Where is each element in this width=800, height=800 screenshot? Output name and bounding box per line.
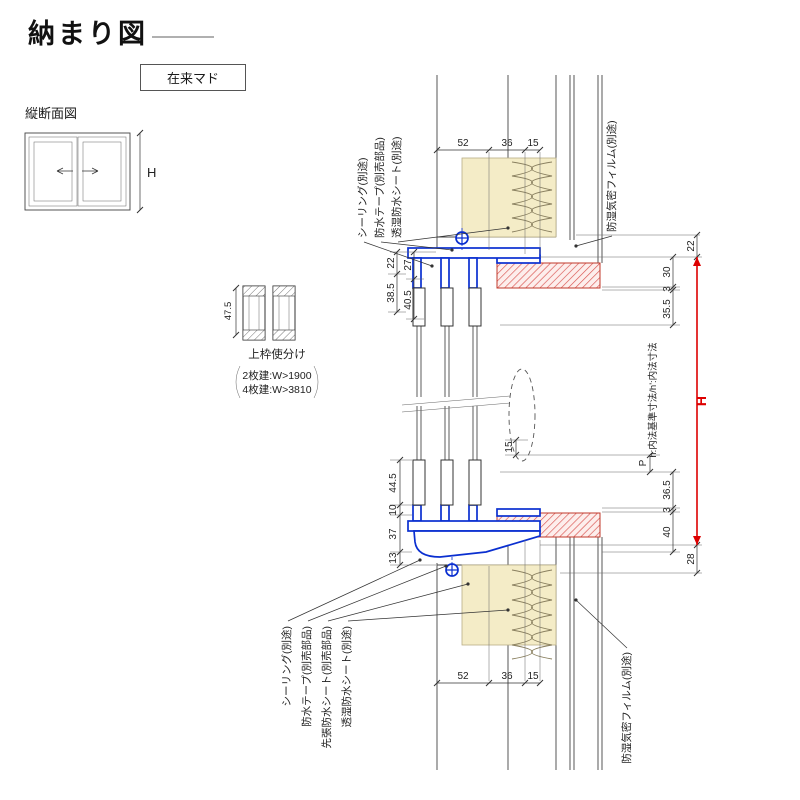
- section-label: 縦断面図: [25, 106, 78, 121]
- paren-open: [235, 365, 241, 399]
- slide-arrow-left-icon: [56, 167, 73, 175]
- dim-left-13: 13: [388, 552, 399, 564]
- label-breathable-sheet-top: 透湿防水シート(別途): [390, 137, 403, 239]
- framing-member-top: [496, 262, 601, 289]
- label-waterproof-tape-top: 防水テープ(別売部品): [373, 137, 386, 238]
- dim-right-30: 30: [662, 266, 673, 278]
- wood-blocking-top: [461, 157, 557, 238]
- glass-panes: [401, 287, 511, 506]
- elevation-drawing: H: [24, 129, 156, 214]
- label-sealing-top: シーリング(別途): [356, 158, 369, 239]
- dim-mid-15: 15: [504, 441, 515, 453]
- dimension-labels: 52 36 15 52 36 15 22 27 38.5 40.5 44.5 1…: [386, 138, 697, 682]
- label-waterproof-tape-bottom: 防水テープ(別売部品): [300, 626, 313, 727]
- leader-lines: [287, 226, 628, 649]
- rail-detail: 47.5 上枠使分け 2枚建:W>1900 4枚建:W>3810: [223, 284, 319, 399]
- dim-right-40: 40: [662, 526, 673, 538]
- dim-top-52: 52: [457, 138, 469, 149]
- rail-dim-label: 47.5: [223, 302, 234, 321]
- page-title: 納まり図: [28, 19, 148, 49]
- elevation-sash-left: [28, 136, 78, 207]
- window-frame-bottom: [407, 504, 541, 577]
- dim-right-22: 22: [686, 240, 697, 252]
- window-frame-top: [407, 228, 541, 289]
- dim-bottom-52: 52: [457, 671, 469, 682]
- label-pre-applied-sheet-bottom: 先張防水シート(別売部品): [320, 626, 333, 749]
- leader-labels: シーリング(別途) 防水テープ(別売部品) 透湿防水シート(別途) シーリング(…: [280, 120, 633, 763]
- dim-top-15: 15: [527, 138, 539, 149]
- h-dimension-label: H: [693, 396, 709, 406]
- h-dimension: H: [693, 257, 709, 545]
- insulation-top: [511, 161, 553, 233]
- elevation-h-label: H: [147, 165, 156, 180]
- slide-arrow-right-icon: [82, 167, 99, 175]
- dim-left-22: 22: [386, 257, 397, 269]
- dim-right-35-5: 35.5: [662, 299, 673, 319]
- rail-detail-option-1: 2枚建:W>1900: [242, 369, 311, 382]
- extension-lines: [388, 152, 702, 681]
- handle-clearance-outline: [508, 368, 536, 462]
- window-type-box: 在来マド: [140, 64, 246, 91]
- dim-right-3a: 3: [662, 286, 673, 292]
- label-vapor-barrier-film-bottom: 防湿気密フィルム(別途): [620, 652, 633, 764]
- wood-blocking-bottom: [461, 564, 557, 646]
- inner-dimension-note: h:内法基準寸法/h':内法寸法: [647, 342, 659, 457]
- dim-left-38-5: 38.5: [386, 283, 397, 303]
- title-rule-line: [152, 36, 214, 38]
- dim-right-28: 28: [686, 553, 697, 565]
- elevation-frame: [24, 132, 131, 211]
- label-vapor-barrier-film-top: 防湿気密フィルム(別途): [605, 120, 618, 232]
- dim-left-44-5: 44.5: [388, 473, 399, 493]
- label-sealing-bottom: シーリング(別途): [280, 626, 293, 707]
- dim-left-10: 10: [388, 504, 399, 516]
- dim-right-36-5: 36.5: [662, 480, 673, 500]
- dim-left-27: 27: [403, 259, 414, 271]
- dim-p-label: P: [638, 459, 649, 466]
- elevation-sash-right: [77, 136, 127, 207]
- window-type-label: 在来マド: [166, 71, 219, 86]
- dim-right-3b: 3: [662, 507, 673, 513]
- paren-close: [313, 365, 319, 399]
- label-breathable-sheet-bottom: 透湿防水シート(別途): [340, 626, 353, 728]
- dim-bottom-36: 36: [501, 671, 513, 682]
- dim-top-36: 36: [501, 138, 513, 149]
- insulation-bottom: [511, 569, 553, 660]
- rail-detail-caption: 上枠使分け: [248, 347, 306, 361]
- dimension-lines: [393, 146, 701, 687]
- break-line: [401, 395, 511, 413]
- rail-detail-option-2: 4枚建:W>3810: [242, 383, 311, 396]
- dim-bottom-15: 15: [527, 671, 539, 682]
- dim-left-40-5: 40.5: [403, 290, 414, 310]
- dim-left-37: 37: [388, 528, 399, 540]
